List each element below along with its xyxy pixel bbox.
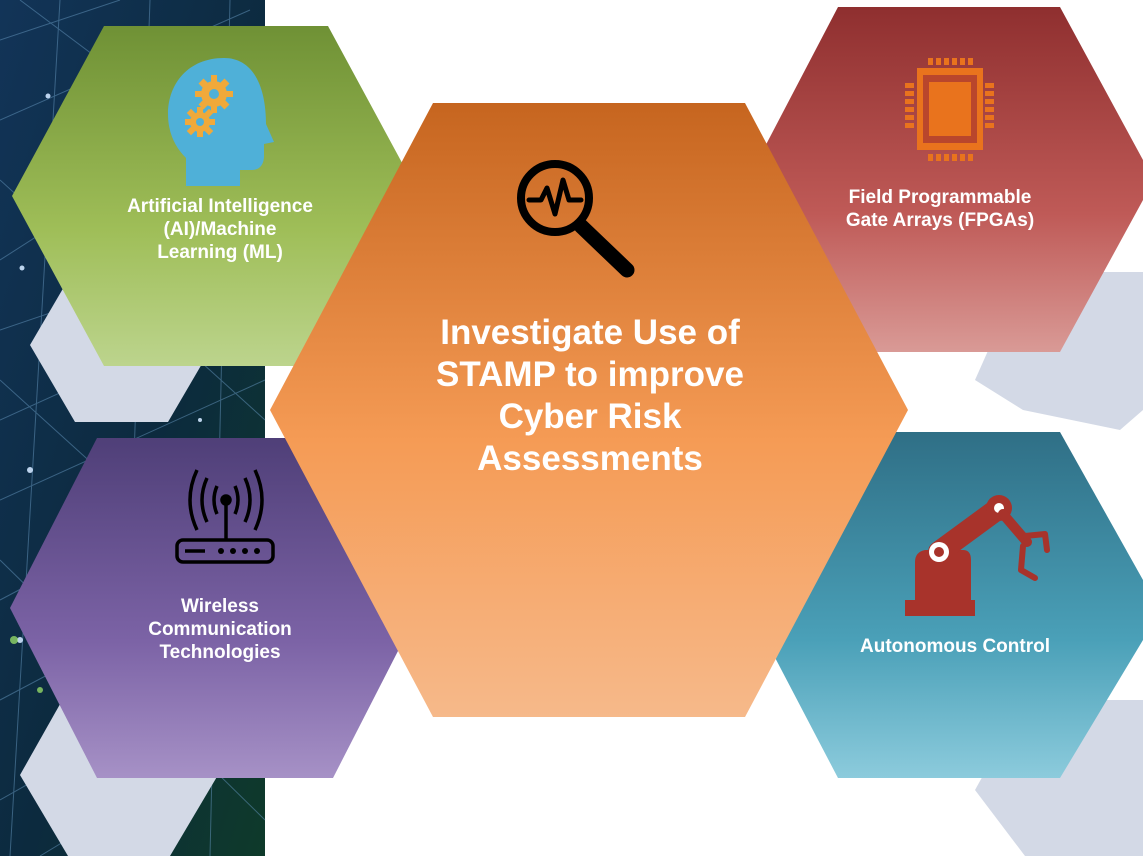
autonomous-control-label-line-1: Autonomous Control (860, 636, 1050, 657)
hexagon-center (270, 103, 908, 717)
ai-ml-label-line-1: Artificial Intelligence (127, 196, 313, 217)
center-title-line-2: STAMP to improve (436, 355, 744, 394)
wireless-label-line-2: Communication (148, 618, 292, 640)
center-title-line-4: Assessments (477, 439, 703, 478)
robot-arm-icon (905, 495, 1050, 616)
ai-ml-label-line-2: (AI)/Machine (163, 218, 277, 240)
hexagon-fpga (748, 7, 1143, 352)
ai-ml-label-line-3: Learning (ML) (157, 241, 283, 263)
router-signal-icon (175, 469, 275, 564)
fpga-label-line-2: Gate Arrays (FPGAs) (845, 209, 1035, 231)
fpga-label-line-1: Field Programmable (848, 187, 1032, 208)
fpga-label: Field Programmable Gate Arrays (FPGAs) (770, 187, 1110, 233)
center-title-line-3: Cyber Risk (498, 397, 682, 436)
magnifier-waveform-icon (517, 160, 635, 278)
center-title-line-1: Investigate Use of (440, 313, 740, 352)
hexagon-ai-ml (12, 26, 420, 366)
ai-ml-label: Artificial Intelligence (AI)/Machine Lea… (70, 196, 370, 264)
wireless-label: Wireless Communication Technologies (70, 596, 370, 664)
hexagon-wireless (10, 438, 420, 778)
wireless-label-line-1: Wireless (181, 596, 259, 617)
chip-icon (905, 58, 994, 161)
autonomous-control-label: Autonomous Control (800, 636, 1110, 659)
center-title: Investigate Use of STAMP to improve Cybe… (380, 312, 800, 480)
head-gears-icon (168, 58, 274, 186)
wireless-label-line-3: Technologies (159, 641, 281, 663)
